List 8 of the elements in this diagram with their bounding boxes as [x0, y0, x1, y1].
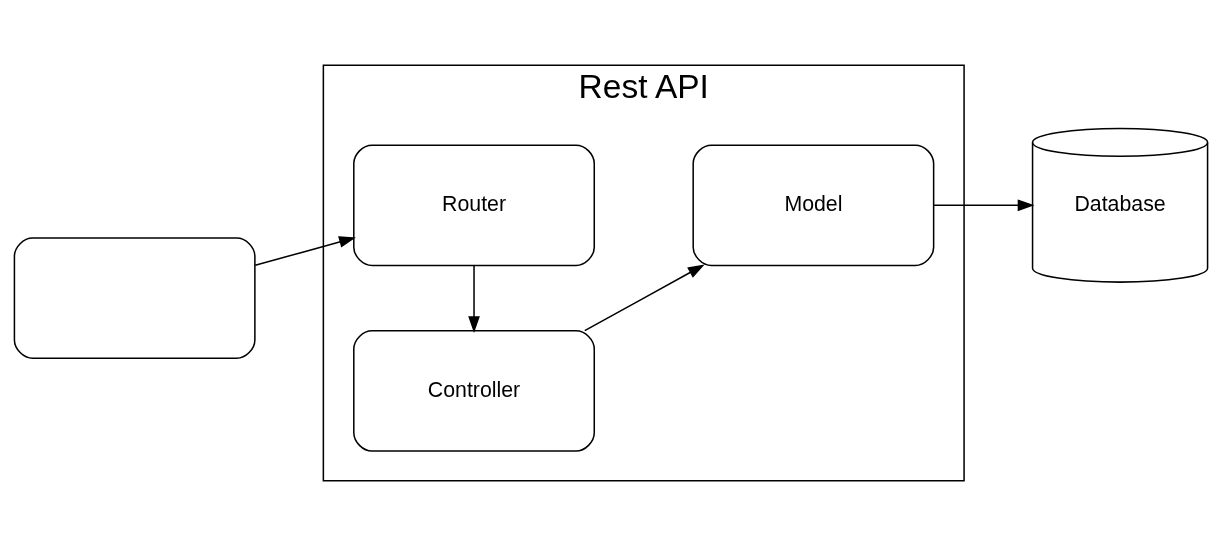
node-box: Model: [692, 143, 935, 266]
arrow: [254, 235, 356, 266]
node-box: Controller: [353, 329, 595, 452]
arrow: [468, 264, 480, 333]
arrow: [933, 198, 1035, 211]
node-box: Router: [353, 143, 595, 266]
arrow: [584, 263, 705, 331]
node-box: [13, 236, 256, 359]
